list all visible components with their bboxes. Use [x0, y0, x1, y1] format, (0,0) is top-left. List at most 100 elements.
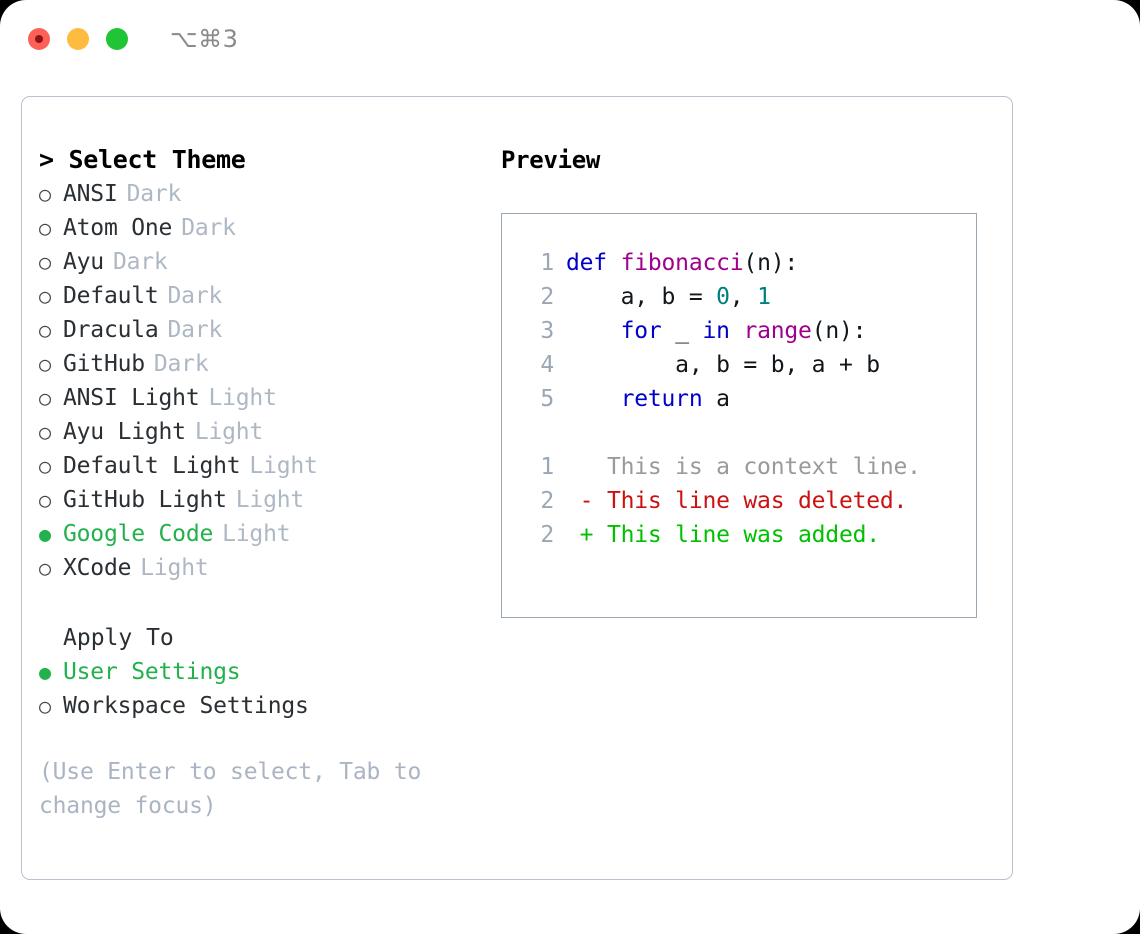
code-token: + This line was added.: [566, 522, 880, 548]
theme-option-name: GitHub Light: [63, 487, 227, 513]
code-token: (n):: [811, 318, 867, 344]
keyboard-shortcut-label: ⌥⌘3: [170, 25, 239, 53]
apply-to-option-name: Workspace Settings: [63, 693, 309, 719]
theme-option-name: ANSI: [63, 181, 118, 207]
line-number: 1: [540, 454, 554, 480]
theme-option-github[interactable]: ○ GitHub Dark: [39, 347, 499, 381]
code-token: fibonacci: [620, 250, 744, 276]
radio-unselected-icon: ○: [39, 556, 51, 580]
code-line-content: This is a context line.: [566, 454, 921, 480]
theme-option-name: ANSI Light: [63, 385, 200, 411]
code-line-content: return a: [566, 386, 730, 412]
code-line: 2 a, b = 0, 1: [520, 284, 976, 318]
code-line: 5 return a: [520, 386, 976, 420]
theme-option-category: Light: [194, 419, 264, 445]
code-token: [566, 386, 621, 412]
code-line-content: + This line was added.: [566, 522, 880, 548]
close-button[interactable]: [28, 28, 50, 50]
code-token: ,: [729, 284, 758, 310]
theme-option-category: Dark: [112, 249, 168, 275]
theme-option-category: Light: [140, 555, 209, 581]
apply-to-header: Apply To: [63, 625, 174, 651]
code-spacer: [520, 420, 976, 454]
select-theme-header: > Select Theme: [39, 145, 246, 174]
code-token: def: [566, 250, 621, 276]
radio-unselected-icon: ○: [39, 488, 51, 512]
line-number: 5: [540, 386, 554, 412]
code-line-content: a, b = b, a + b: [566, 352, 880, 378]
code-token: [566, 318, 621, 344]
maximize-button[interactable]: [106, 28, 128, 50]
code-token: for: [620, 318, 662, 344]
radio-unselected-icon: ○: [39, 216, 51, 240]
radio-selected-icon: ●: [39, 522, 51, 546]
code-token: This is a context line.: [566, 454, 921, 480]
line-number: 4: [540, 352, 554, 378]
radio-unselected-icon: ○: [39, 454, 51, 478]
line-number: 2: [540, 522, 554, 548]
apply-to-option-name: User Settings: [63, 659, 241, 685]
theme-option-category: Dark: [167, 317, 223, 343]
code-token: 1: [757, 284, 771, 310]
theme-option-name: XCode: [63, 555, 132, 581]
theme-option-dracula[interactable]: ○ Dracula Dark: [39, 313, 499, 347]
line-number: 1: [540, 250, 554, 276]
theme-option-category: Dark: [181, 215, 236, 241]
line-number: 2: [540, 488, 554, 514]
apply-to-option-list[interactable]: ● User Settings ○ Workspace Settings: [39, 655, 499, 723]
theme-option-xcode[interactable]: ○ XCode Light: [39, 551, 499, 585]
apply-to-option-workspace-settings[interactable]: ○ Workspace Settings: [39, 689, 499, 723]
radio-unselected-icon: ○: [39, 182, 51, 206]
radio-unselected-icon: ○: [39, 386, 51, 410]
code-line: 2 + This line was added.: [520, 522, 976, 556]
theme-option-ansi[interactable]: ○ ANSI Dark: [39, 177, 499, 211]
radio-unselected-icon: ○: [39, 284, 51, 308]
code-line-content: - This line was deleted.: [566, 488, 908, 514]
code-line: 1 This is a context line.: [520, 454, 976, 488]
code-token: a, b = b, a + b: [566, 352, 880, 378]
theme-option-category: Dark: [153, 351, 209, 377]
apply-to-option-user-settings[interactable]: ● User Settings: [39, 655, 499, 689]
code-token: 0: [716, 284, 730, 310]
code-line: 2 - This line was deleted.: [520, 488, 976, 522]
theme-option-ansi-light[interactable]: ○ ANSI Light Light: [39, 381, 499, 415]
line-number: 3: [540, 318, 554, 344]
theme-option-name: Default Light: [63, 453, 241, 479]
code-line-content: for _ in range(n):: [566, 318, 867, 344]
theme-option-name: Dracula: [63, 317, 159, 343]
code-line: 4 a, b = b, a + b: [520, 352, 976, 386]
theme-option-category: Light: [208, 385, 277, 411]
radio-unselected-icon: ○: [39, 318, 51, 342]
keyboard-hint-text: (Use Enter to select, Tab to change focu…: [39, 759, 435, 819]
preview-title: Preview: [501, 146, 601, 174]
theme-option-category: Dark: [126, 181, 182, 207]
theme-option-name: Ayu Light: [63, 419, 186, 445]
title-bar: ⌥⌘3: [0, 0, 1140, 78]
radio-unselected-icon: ○: [39, 352, 51, 376]
minimize-button[interactable]: [67, 28, 89, 50]
theme-option-category: Dark: [167, 283, 223, 309]
theme-option-atom-one[interactable]: ○ Atom One Dark: [39, 211, 499, 245]
apply-to-section: Apply To ● User Settings ○ Workspace Settin…: [39, 621, 499, 723]
code-line-content: a, b = 0, 1: [566, 284, 771, 310]
theme-option-name: GitHub: [63, 351, 145, 377]
code-token: return: [620, 386, 703, 412]
code-token: a, b =: [566, 284, 717, 310]
diff-sample: 1 This is a context line.2 - This line w…: [520, 454, 976, 556]
radio-unselected-icon: ○: [39, 694, 51, 718]
theme-option-name: Atom One: [63, 215, 173, 241]
radio-selected-icon: ●: [39, 660, 51, 684]
line-number: 2: [540, 284, 554, 310]
code-token: range: [743, 318, 812, 344]
